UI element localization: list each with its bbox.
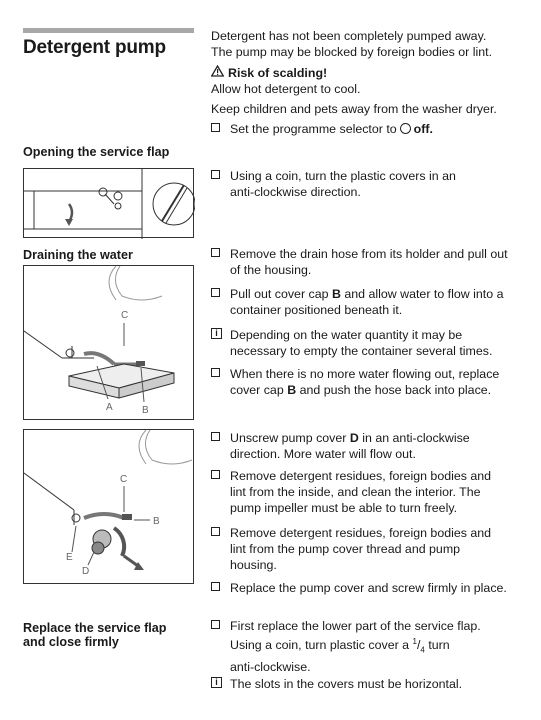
warning-heading-text: Risk of scalding! bbox=[228, 66, 328, 80]
info-slots-horizontal: i The slots in the covers must be horizo… bbox=[211, 676, 526, 692]
info-water-quantity: i Depending on the water quantity it may… bbox=[211, 327, 526, 359]
figure-service-flap bbox=[23, 168, 195, 239]
step-open-flap: Using a coin, turn the plastic covers in… bbox=[211, 168, 526, 200]
label-c: C bbox=[120, 474, 127, 485]
section-opening-service-flap: Opening the service flap bbox=[23, 145, 170, 159]
intro-line-1: Detergent has not been completely pumped… bbox=[211, 29, 487, 43]
checkbox-icon bbox=[211, 582, 220, 591]
step-clean-thread: Remove detergent residues, foreign bodie… bbox=[211, 525, 526, 573]
checkbox-icon bbox=[211, 470, 220, 479]
intro-line-2: The pump may be blocked by foreign bodie… bbox=[211, 45, 493, 59]
warning-line-1: Allow hot detergent to cool. bbox=[211, 82, 361, 96]
section-replace-service-flap: Replace the service flap and close firml… bbox=[23, 621, 167, 649]
step-pull-cover-cap: Pull out cover cap B and allow water to … bbox=[211, 286, 526, 318]
step-replace-pump-cover: Replace the pump cover and screw firmly … bbox=[211, 580, 526, 596]
section-draining-water: Draining the water bbox=[23, 248, 133, 262]
title-rule bbox=[23, 28, 194, 33]
checkbox-icon bbox=[211, 123, 220, 132]
checkbox-icon bbox=[211, 170, 220, 179]
label-e: E bbox=[66, 552, 73, 563]
info-icon: i bbox=[211, 328, 222, 339]
checkbox-icon bbox=[211, 288, 220, 297]
info-icon: i bbox=[211, 677, 222, 688]
off-circle-icon bbox=[399, 123, 411, 134]
warning-line-2: Keep children and pets away from the was… bbox=[211, 102, 497, 116]
checkbox-icon bbox=[211, 248, 220, 257]
step-replace-lower-flap: First replace the lower part of the serv… bbox=[211, 618, 526, 675]
warning-triangle-icon bbox=[210, 64, 225, 81]
label-b: B bbox=[142, 405, 149, 416]
step-remove-drain-hose: Remove the drain hose from its holder an… bbox=[211, 246, 526, 278]
figure-pump-cover: C B E D bbox=[23, 429, 194, 584]
page-title: Detergent pump bbox=[23, 37, 166, 58]
step-unscrew-pump-cover: Unscrew pump cover D in an anti-clockwis… bbox=[211, 430, 526, 462]
warning-heading: Risk of scalding! bbox=[210, 64, 328, 81]
step-replace-cover-cap: When there is no more water flowing out,… bbox=[211, 366, 526, 398]
figure-drain-hose: C A B bbox=[23, 265, 194, 420]
label-d: D bbox=[82, 566, 89, 577]
step-clean-interior: Remove detergent residues, foreign bodie… bbox=[211, 468, 526, 516]
checkbox-icon bbox=[211, 368, 220, 377]
checkbox-icon bbox=[211, 432, 220, 441]
checkbox-icon bbox=[211, 527, 220, 536]
label-c: C bbox=[121, 310, 128, 321]
label-b: B bbox=[153, 516, 160, 527]
label-a: A bbox=[106, 402, 113, 413]
checkbox-icon bbox=[211, 620, 220, 629]
